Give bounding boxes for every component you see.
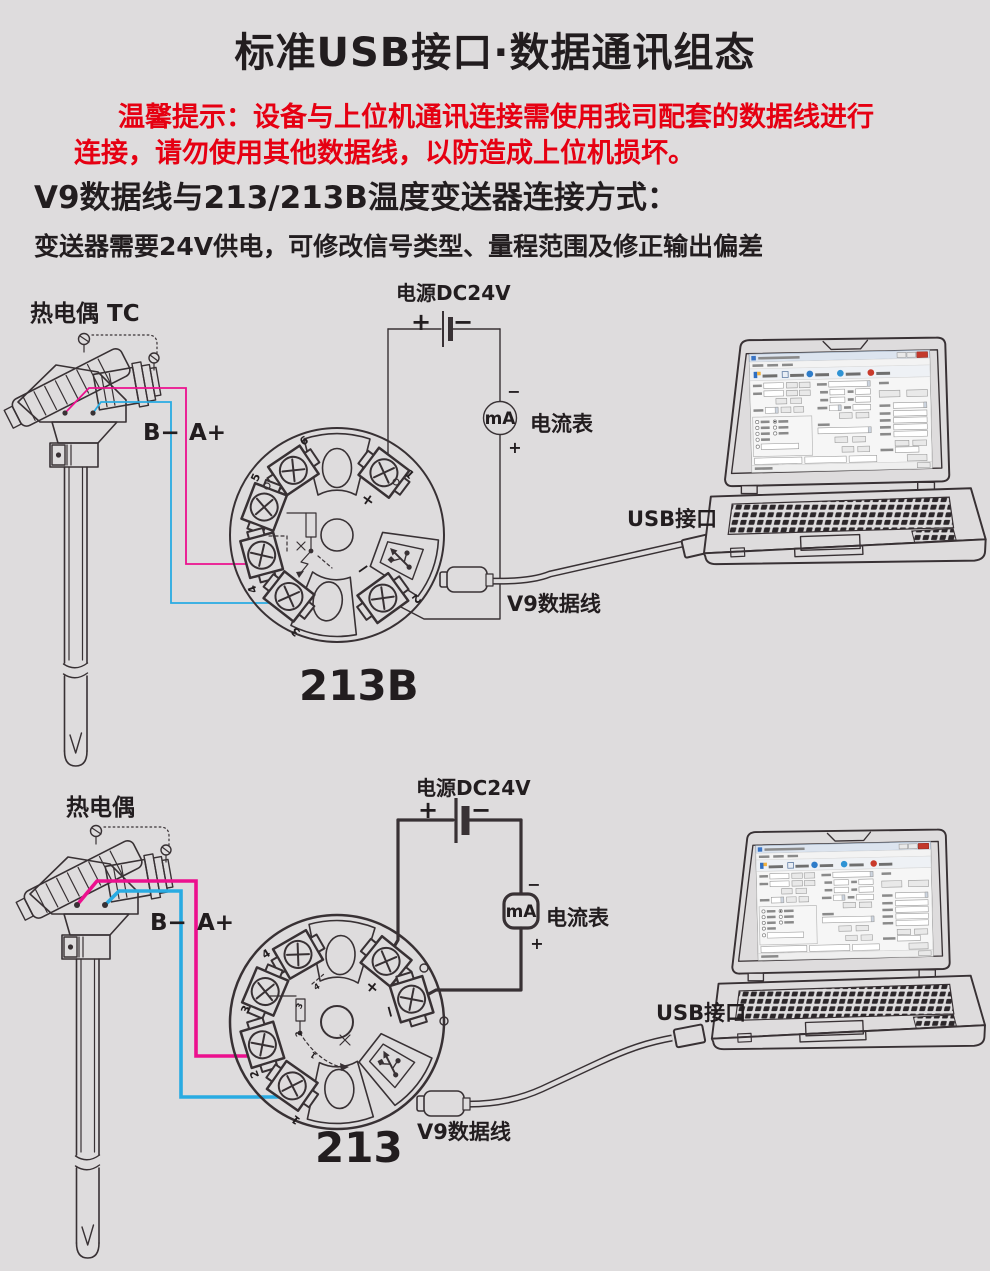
- model-label: 213: [315, 1123, 403, 1172]
- page-title: 标准USB接口·数据通讯组态: [234, 30, 756, 76]
- wire-negative: [75, 879, 250, 1058]
- battery-minus: −: [453, 308, 473, 336]
- terminal-number: 2: [409, 591, 423, 606]
- meter-minus: −: [527, 875, 540, 894]
- wire-positive-label: A+: [197, 910, 234, 936]
- terminal-minus: −: [352, 557, 374, 580]
- wire-positive: [103, 889, 283, 1099]
- cable-label: V9数据线: [417, 1120, 511, 1144]
- meter-plus: +: [530, 934, 543, 953]
- thermocouple-probe: [1, 332, 164, 767]
- diagram-213b: 热电偶 TC B− A+ 电源DC24V + − − mA + 电流表 USB接…: [1, 281, 987, 767]
- terminal-number-inner: 2: [293, 1030, 303, 1038]
- meter-label: 电流表: [530, 412, 594, 436]
- cable-plug: [446, 566, 488, 593]
- meter-unit: mA: [485, 409, 517, 429]
- transmitter-213b: [229, 427, 445, 643]
- warning-text-line2: 连接，请勿使用其他数据线，以防造成上位机损坏。: [74, 138, 695, 169]
- usb-port-label: USB接口: [656, 1001, 746, 1025]
- power-circuit: [389, 798, 540, 998]
- sensor-label: 热电偶 TC: [30, 301, 140, 327]
- transmitter-213: [228, 913, 446, 1131]
- diagram-213: 热电偶 B− A+ 电源DC24V + − − mA + 电流表 USB接口 V…: [13, 776, 986, 1259]
- terminal-number-inner: 4: [312, 981, 322, 992]
- battery-minus: −: [471, 796, 491, 824]
- power-label: 电源DC24V: [396, 281, 511, 305]
- wire-negative-label: B−: [143, 420, 180, 446]
- internal-schematic: [269, 973, 351, 1071]
- terminal-number-inner: 1: [308, 1050, 318, 1061]
- battery-plus: +: [418, 796, 438, 824]
- terminal-number: 3: [289, 624, 303, 639]
- terminal-number: 4: [259, 946, 273, 961]
- internal-schematic: [268, 512, 333, 578]
- model-label: 213B: [299, 661, 419, 710]
- sensor-label: 热电偶: [66, 795, 135, 821]
- terminal-number: 4: [245, 583, 260, 595]
- meter-minus: −: [507, 382, 520, 401]
- battery-plus: +: [411, 308, 431, 336]
- v9-cable: [416, 1023, 707, 1117]
- usb-plug: [672, 1023, 707, 1049]
- v9-cable: [439, 533, 715, 593]
- meter-label: 电流表: [546, 906, 610, 930]
- meter-unit: mA: [506, 902, 538, 922]
- terminal-number: 5: [248, 471, 263, 483]
- terminal-plus: +: [357, 488, 379, 511]
- warning-text-line1: 温馨提示：设备与上位机通讯连接需使用我司配套的数据线进行: [118, 102, 874, 133]
- usb-port-label: USB接口: [627, 507, 717, 531]
- terminal-number-inner: 3: [294, 1002, 304, 1011]
- laptop: [702, 336, 987, 566]
- power-label: 电源DC24V: [416, 776, 531, 800]
- terminal-minus: −: [379, 1003, 401, 1021]
- cable-plug: [423, 1090, 465, 1117]
- cable-label: V9数据线: [507, 592, 601, 616]
- section-subtitle: V9数据线与213/213B温度变送器连接方式：: [34, 180, 678, 216]
- wire-negative: [64, 387, 250, 565]
- wire-negative-label: B−: [150, 910, 187, 936]
- wire-positive: [92, 401, 278, 604]
- meter-plus: +: [508, 438, 521, 457]
- section-description: 变送器需要24V供电，可修改信号类型、量程范围及修正输出偏差: [34, 232, 764, 261]
- laptop: [710, 828, 986, 1051]
- terminal-number: 2: [247, 1068, 262, 1080]
- wire-positive-label: A+: [189, 420, 226, 446]
